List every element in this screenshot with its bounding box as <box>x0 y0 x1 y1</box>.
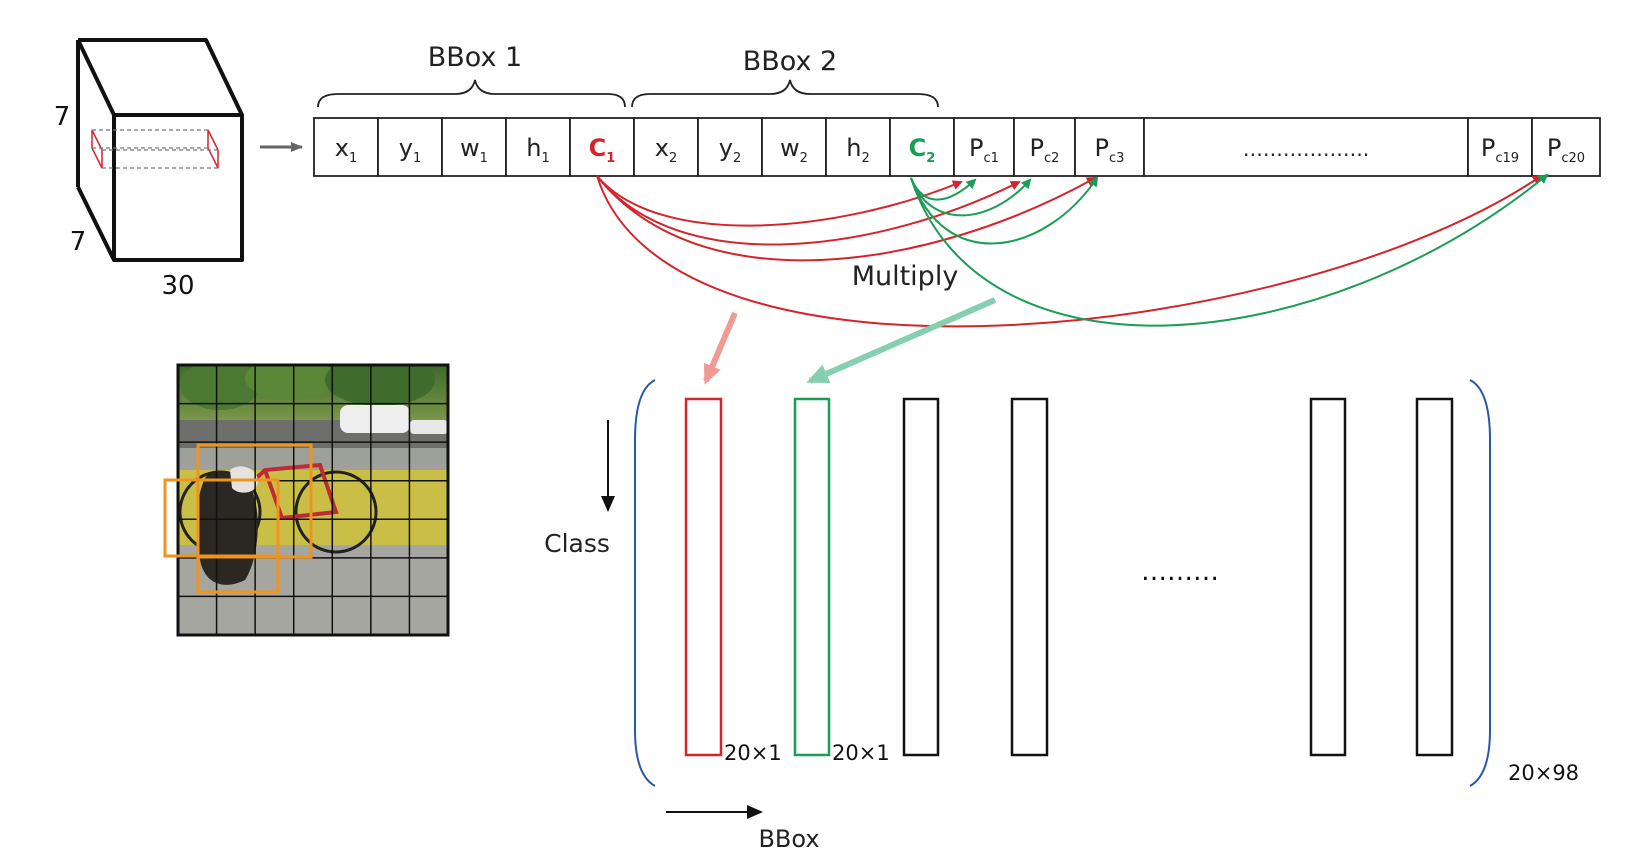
bbox1-label: BBox 1 <box>428 42 522 73</box>
cube-top-left-edge <box>76 39 116 116</box>
vector-cell-y2: y2 <box>697 117 763 177</box>
matrix-left-bracket <box>634 379 656 787</box>
multiply-label: Multiply <box>852 261 959 292</box>
cube-width-label: 7 <box>70 227 87 257</box>
vector-cell-label: C1 <box>589 134 616 166</box>
vector-cell-w1: w1 <box>441 117 507 177</box>
bbox-axis-label: BBox <box>758 825 819 853</box>
cube-depth-slice <box>91 129 219 169</box>
vector-cell-label: x2 <box>655 134 677 166</box>
cube-height-label: 7 <box>54 102 71 132</box>
class-score-column-98 <box>1415 397 1454 757</box>
red-result-arrow <box>703 311 738 385</box>
c1-to-pc20-curve <box>596 174 1543 328</box>
class-score-column-3 <box>902 397 940 757</box>
multiply-curves-red <box>596 174 1543 328</box>
photo-car <box>340 405 410 433</box>
vector-cell-h2: h2 <box>825 117 891 177</box>
vector-cell-c1: C1 <box>569 117 635 177</box>
vector-cell-label: Pc19 <box>1481 134 1519 166</box>
vector-cell-label: y2 <box>719 134 741 166</box>
vector-cell-y1: y1 <box>377 117 443 177</box>
c1-to-pc3-curve <box>596 175 1097 262</box>
class-score-column-red <box>684 397 723 757</box>
cube-top-edge <box>78 38 244 116</box>
vector-cell-label: Pc1 <box>969 134 999 166</box>
vector-cell-pc20: Pc20 <box>1531 117 1601 177</box>
vector-cell-pc1: Pc1 <box>953 117 1015 177</box>
tensor-cube <box>76 38 244 262</box>
photo-grid-7x7 <box>178 365 448 635</box>
matrix-ellipsis: ……… <box>1141 557 1219 587</box>
vector-cell-label: w1 <box>460 134 488 166</box>
class-score-column-green <box>793 397 831 757</box>
vector-cell-label: w2 <box>780 134 808 166</box>
c1-to-pc1-curve <box>596 175 963 227</box>
bbox2-brace <box>631 79 939 108</box>
output-vector: x1 y1 w1 h1 C1 x2 y2 w2 h2 C2 Pc1 Pc2 Pc3 ………………. Pc19… <box>313 117 1601 177</box>
c2-to-pc2-curve <box>910 177 1032 217</box>
vector-cell-h1: h1 <box>505 117 571 177</box>
class-score-column-4 <box>1010 397 1049 757</box>
c2-to-pc20-curve <box>910 173 1549 327</box>
bbox1-brace <box>317 79 626 108</box>
cube-front-face <box>112 113 244 262</box>
vector-cell-label: Pc20 <box>1547 134 1585 166</box>
vector-cell-pc2: Pc2 <box>1013 117 1076 177</box>
class-score-column-97 <box>1309 397 1347 757</box>
detection-box-3 <box>196 478 280 594</box>
vector-cell-x1: x1 <box>313 117 379 177</box>
vector-cell-label: y1 <box>399 134 421 166</box>
multiply-curves-green <box>910 173 1549 327</box>
column-red-size: 20×1 <box>724 741 782 765</box>
vector-cell-label: h2 <box>846 134 870 166</box>
vector-cell-w2: w2 <box>761 117 827 177</box>
vector-cell-x2: x2 <box>633 117 699 177</box>
cube-depth-label: 30 <box>161 271 194 301</box>
vector-cell-: ………………. <box>1143 117 1469 177</box>
vector-cell-label: x1 <box>335 134 357 166</box>
cube-bottom-edge <box>76 186 116 261</box>
c1-to-pc2-curve <box>596 175 1021 246</box>
vector-cell-pc3: Pc3 <box>1074 117 1145 177</box>
matrix-right-bracket <box>1469 379 1491 787</box>
vector-cell-label: Pc3 <box>1095 134 1125 166</box>
green-result-arrow <box>806 297 997 384</box>
c2-to-pc3-curve <box>910 176 1099 245</box>
photo-bike-wheel <box>294 470 378 554</box>
matrix-total-size: 20×98 <box>1508 761 1579 785</box>
vector-cell-label: ………………. <box>1243 137 1369 161</box>
vector-cell-label: C2 <box>909 134 936 166</box>
bbox2-label: BBox 2 <box>743 46 837 77</box>
vector-cell-c2: C2 <box>889 117 955 177</box>
vector-cell-label: Pc2 <box>1030 134 1060 166</box>
input-image <box>163 363 450 637</box>
vector-cell-label: h1 <box>526 134 550 166</box>
vector-cell-pc19: Pc19 <box>1467 117 1533 177</box>
class-axis-label: Class <box>544 529 610 558</box>
column-green-size: 20×1 <box>832 741 890 765</box>
photo-border <box>176 363 450 637</box>
